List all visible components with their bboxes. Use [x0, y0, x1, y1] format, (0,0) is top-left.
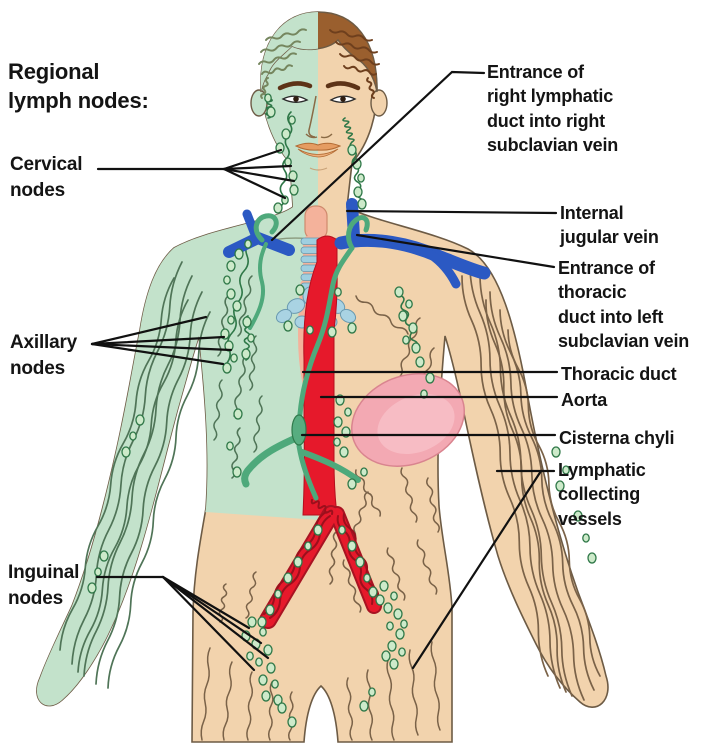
right-ear [370, 89, 388, 117]
left-eyebrow [277, 81, 313, 91]
inguinal-nodes-leader [95, 575, 270, 672]
collecting-vessels-leader-thigh [411, 469, 543, 670]
label-internal-jugular: Internal jugular vein [560, 203, 659, 248]
label-inguinal-nodes: Inguinal nodes [8, 562, 80, 609]
duct-tail-left [248, 242, 268, 330]
label-cervical-nodes: Cervical nodes [10, 154, 83, 201]
page-title: Regional lymph nodes: [8, 59, 149, 113]
right-iris [340, 96, 346, 102]
intestinal-trunk-right [299, 449, 361, 483]
duct-hook-left-vein [253, 213, 279, 243]
face [277, 81, 361, 171]
nostril-left [305, 133, 318, 139]
label-axillary-nodes: Axillary nodes [10, 332, 78, 379]
hair-strands [258, 28, 380, 99]
left-iris [293, 96, 299, 102]
label-entrance-thoracic-duct: Entrance of thoracic duct into left subc… [558, 258, 690, 352]
lymph-node-beads [87, 93, 597, 728]
nose [308, 95, 317, 138]
right-eyebrow [325, 81, 361, 91]
entrance-thoracic-duct-leader [355, 233, 556, 269]
cisterna-chyli-vessel [291, 414, 307, 446]
label-cisterna-chyli: Cisterna chyli [559, 428, 675, 448]
entrance-right-duct-leader [270, 70, 486, 242]
leader-lines [90, 70, 559, 672]
label-entrance-right-duct: Entrance of right lymphatic duct into ri… [487, 62, 619, 156]
thoracic-duct-vessel [241, 213, 370, 501]
nostril-right [320, 133, 333, 139]
label-thoracic-duct: Thoracic duct [561, 364, 677, 384]
duct-hook-right-vein [346, 215, 370, 251]
axillary-vein [425, 249, 461, 289]
intestinal-trunk-left [241, 434, 300, 488]
cervical-nodes-leader [96, 148, 296, 200]
axillary-nodes-leader [90, 315, 233, 366]
chin-crease [309, 167, 328, 171]
right-jugular-stub [242, 209, 261, 242]
lower-lip [297, 148, 339, 158]
label-collecting-vessels: Lymphatic collecting vessels [558, 460, 646, 529]
label-aorta: Aorta [561, 390, 608, 410]
internal-jugular-leader [345, 209, 558, 215]
upper-lip [294, 142, 342, 151]
